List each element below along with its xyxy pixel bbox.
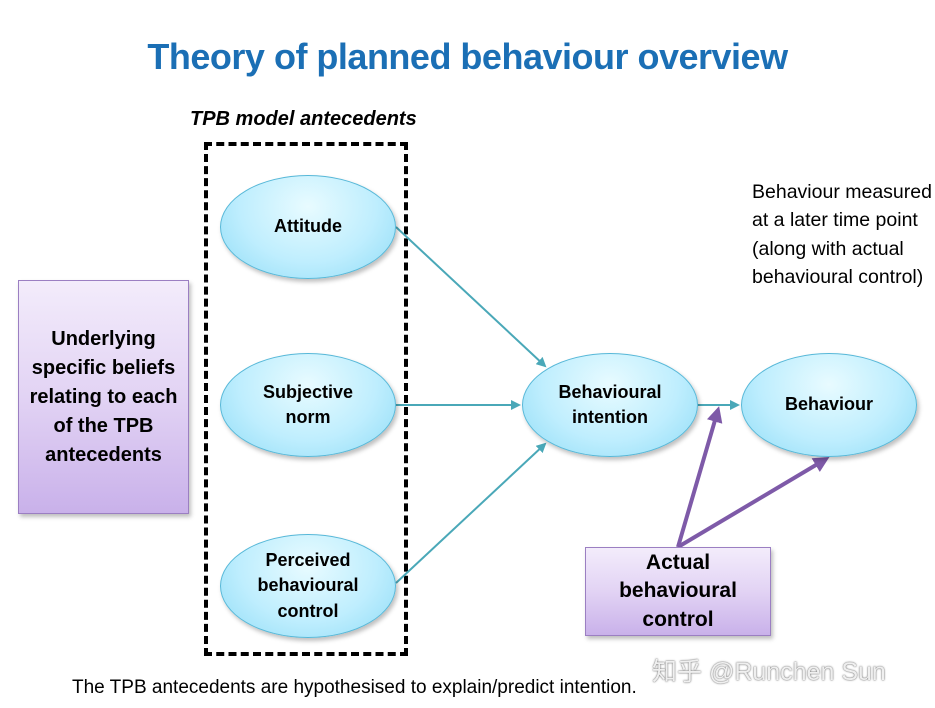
antecedents-label: TPB model antecedents — [190, 108, 417, 130]
arrow-attitude-to-intention — [395, 226, 547, 368]
arrow-pbc-to-intention — [395, 442, 547, 584]
actual-behavioural-control-box: Actual behavioural control — [585, 547, 771, 636]
node-perceived-control-label: Perceived behavioural control — [257, 550, 359, 621]
antecedents-group-box — [204, 142, 408, 656]
node-perceived-behavioural-control: Perceived behavioural control — [220, 534, 396, 638]
underlying-beliefs-text: Underlying specific beliefs relating to … — [29, 327, 178, 466]
node-behaviour-label: Behaviour — [784, 394, 874, 415]
arrow-actual-control-to-behaviour — [676, 456, 830, 549]
node-intention-label: Behavioural intention — [558, 381, 662, 427]
arrow-actual-control-to-intention-link — [676, 406, 723, 548]
behaviour-measurement-note: Behaviour measured at a later time point… — [752, 181, 932, 289]
underlying-beliefs-box: Underlying specific beliefs relating to … — [18, 280, 189, 514]
node-behavioural-intention: Behavioural intention — [522, 353, 698, 457]
node-subjective-norm: Subjective norm — [220, 353, 396, 457]
node-attitude: Attitude — [220, 175, 396, 279]
node-attitude-label: Attitude — [274, 216, 342, 237]
page-title: Theory of planned behaviour overview — [147, 36, 788, 77]
footer-caption: The TPB antecedents are hypothesised to … — [72, 677, 637, 698]
watermark: 知乎 @Runchen Sun — [652, 658, 886, 686]
node-subjective-norm-label: Subjective norm — [262, 381, 354, 427]
actual-control-text: Actual behavioural control — [619, 550, 737, 631]
node-behaviour: Behaviour — [741, 353, 917, 457]
